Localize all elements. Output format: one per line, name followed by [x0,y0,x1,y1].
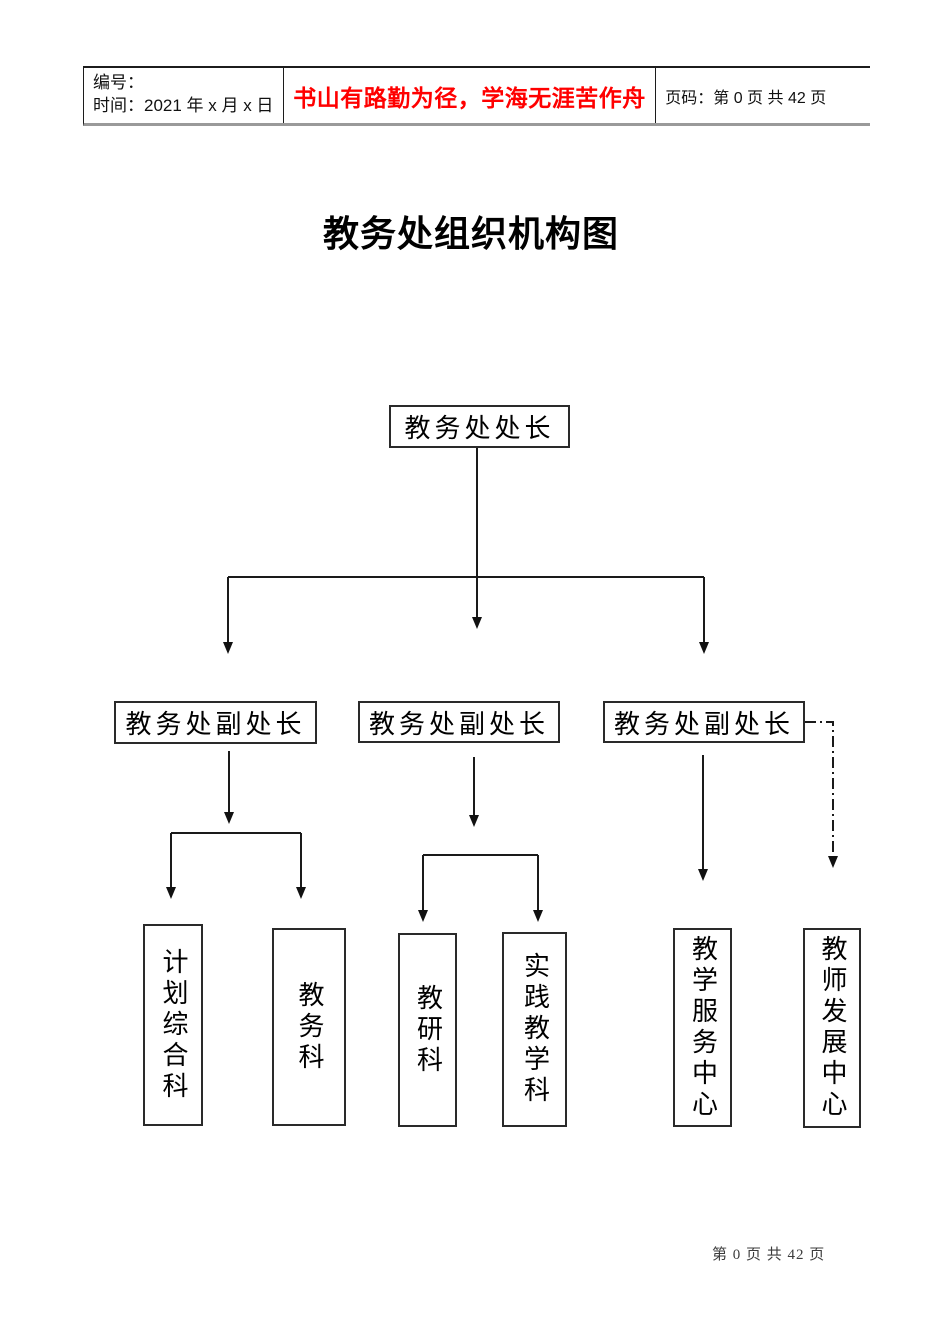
arrowhead-icon [296,887,306,899]
page-title: 教务处组织机构图 [322,213,619,254]
arrowhead-icon [224,812,234,824]
arrowhead-icon [418,910,428,922]
arrowhead-icon [469,815,479,827]
arrowhead-icon [828,856,838,868]
page-info-label: 页码：第 0 页 共 42 页 [665,89,827,107]
header-cell-number-time: 编号： 时间：2021 年 x 月 x 日 [84,68,283,123]
node-dept-teacher-development-center: 教师发展中心 [803,928,861,1128]
arrowhead-icon [472,617,482,629]
motto-text: 书山有路勤为径，学海无涯苦作舟 [293,84,646,111]
arrowhead-icon [698,869,708,881]
node-dept-planning-comprehensive: 计划综合科 [143,924,203,1126]
arrowhead-icon [223,642,233,654]
number-label: 编号： [93,73,144,92]
node-dept-practical-teaching: 实践教学科 [502,932,567,1127]
node-dept-teaching-service-center: 教学服务中心 [673,928,732,1127]
dash-dot-connector-line [805,721,834,858]
header-cell-motto: 书山有路勤为径，学海无涯苦作舟 [282,68,656,123]
node-director: 教务处处长 [389,405,570,448]
arrowhead-icon [533,910,543,922]
node-deputy-1: 教务处副处长 [114,701,317,744]
node-deputy-3: 教务处副处长 [603,701,805,743]
node-dept-academic-affairs: 教务科 [272,928,346,1126]
header-table: 编号： 时间：2021 年 x 月 x 日 书山有路勤为径，学海无涯苦作舟 页码… [83,66,870,126]
header-cell-page-info: 页码：第 0 页 共 42 页 [655,68,870,123]
arrowhead-icon [166,887,176,899]
node-dept-teaching-research: 教研科 [398,933,457,1127]
page-footer: 第 0 页 共 42 页 [712,1247,826,1263]
arrowhead-icon [699,642,709,654]
node-deputy-2: 教务处副处长 [358,701,560,743]
time-label: 时间：2021 年 x 月 x 日 [93,96,274,115]
